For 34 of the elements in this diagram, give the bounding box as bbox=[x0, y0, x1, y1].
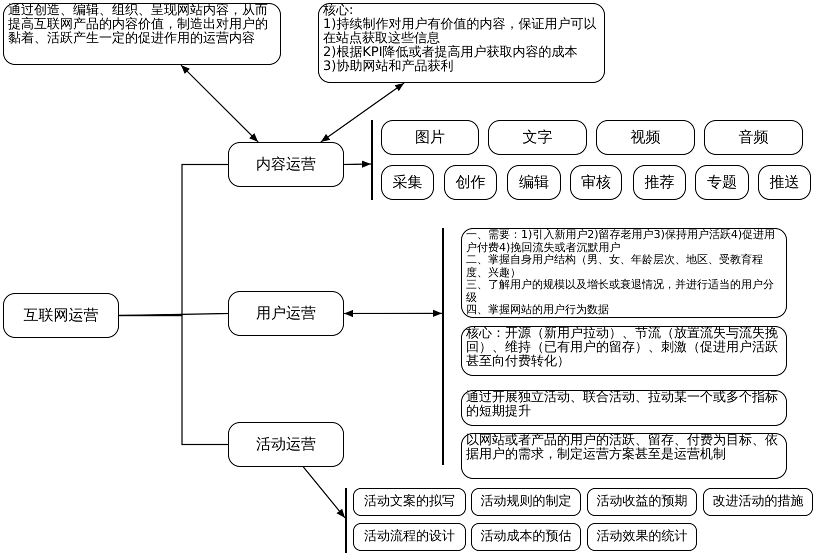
item-box: 推送 bbox=[758, 165, 811, 200]
bracket-line bbox=[371, 120, 372, 200]
item-box: 审核 bbox=[570, 165, 622, 200]
item-box: 创作 bbox=[444, 165, 497, 200]
item-box: 活动收益的预期 bbox=[587, 488, 697, 516]
arrow bbox=[344, 310, 442, 318]
item-box: 编辑 bbox=[507, 165, 561, 200]
item-box: 音频 bbox=[704, 120, 803, 155]
item-box: 视频 bbox=[596, 120, 695, 155]
item-box: 图片 bbox=[381, 120, 479, 155]
item-box: 活动成本的预估 bbox=[471, 523, 581, 551]
process-box: 内容运营 bbox=[228, 142, 344, 187]
process-box: 用户运营 bbox=[228, 291, 344, 336]
connector-line bbox=[119, 314, 228, 446]
arrow bbox=[180, 64, 259, 142]
item-box: 文字 bbox=[488, 120, 587, 155]
note-box: 一、需要：1)引入新用户2)留存老用户3)保持用户活跃4)促进用户付费4)挽回流失或者沉默用户 二、掌握自身用户结构（男、女、年龄层次、地区、受教育程度、兴趣） 三、了解用户的规模以及增长或衰退情况，并进行适当的用户分级 四、掌握网站的用户行为数据 bbox=[461, 228, 787, 318]
arrow bbox=[302, 466, 346, 518]
arrow bbox=[344, 160, 372, 168]
item-box: 活动规则的制定 bbox=[471, 488, 581, 516]
note-box: 以网站或者产品的用户的活跃、留存、付费为目标、依据用户的需求，制定运营方案甚至是运营机制 bbox=[461, 433, 787, 479]
process-box: 活动运营 bbox=[228, 422, 344, 467]
item-box: 改进活动的措施 bbox=[703, 488, 813, 516]
note-box: 核心: 1)持续制作对用户有价值的内容，保证用户可以在站点获取这些信息 2)根据KPI降低或者提高用户获取内容的成本 3)协助网站和产品获利 bbox=[318, 3, 605, 83]
item-box: 专题 bbox=[695, 165, 749, 200]
bracket-line bbox=[442, 228, 444, 465]
item-box: 采集 bbox=[381, 165, 434, 200]
bracket-line bbox=[345, 488, 346, 553]
item-box: 活动文案的拟写 bbox=[353, 488, 466, 516]
item-box: 活动流程的设计 bbox=[353, 523, 466, 551]
arrow bbox=[320, 82, 404, 142]
item-box: 推荐 bbox=[633, 165, 686, 200]
item-box: 活动效果的统计 bbox=[587, 523, 697, 551]
process-box: 互联网运营 bbox=[3, 293, 119, 338]
